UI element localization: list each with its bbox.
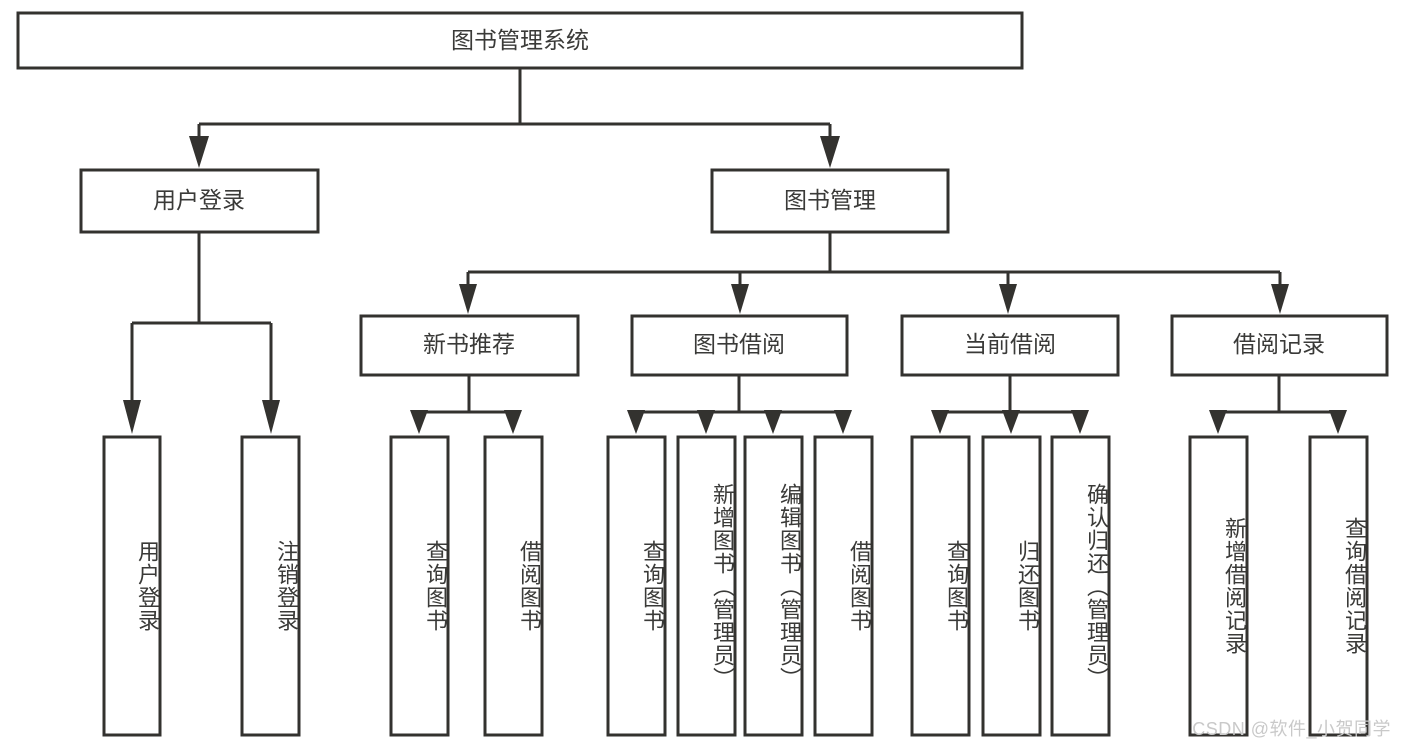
node-borrow-record-rect[interactable] <box>1170 314 1389 377</box>
arrowhead-leaf-edit-book <box>764 410 782 434</box>
node-leaf-return-book-rect[interactable] <box>981 435 1042 737</box>
arrowhead-leaf-confirm-return <box>1071 410 1089 434</box>
node-leaf-borrow-book-2-rect[interactable] <box>813 435 874 737</box>
arrowhead-leaf-borrow-book-1 <box>504 410 522 434</box>
node-leaf-query-book-1-rect[interactable] <box>389 435 450 737</box>
node-book-borrow-rect[interactable] <box>630 314 849 377</box>
arrowhead-leaf-user-login <box>123 400 141 434</box>
arrowhead-leaf-borrow-book-2 <box>834 410 852 434</box>
node-current-borrow-label: 当前借阅 <box>964 331 1056 357</box>
node-book-manage-rect[interactable] <box>710 168 950 234</box>
node-borrow-record[interactable]: 借阅记录 <box>1170 314 1389 377</box>
node-current-borrow-rect[interactable] <box>900 314 1120 377</box>
node-leaf-query-book-3-rect[interactable] <box>910 435 971 737</box>
node-book-borrow[interactable]: 图书借阅 <box>630 314 849 377</box>
arrowhead-leaf-query-book-1 <box>410 410 428 434</box>
arrowhead-leaf-add-book <box>697 410 715 434</box>
connector-group-current-borrow <box>931 375 1089 434</box>
node-user-login-label: 用户登录 <box>153 187 245 213</box>
arrowhead-book-borrow <box>731 284 749 314</box>
node-leaf-edit-book-rect[interactable] <box>743 435 804 737</box>
node-leaf-query-record-rect[interactable] <box>1308 435 1369 737</box>
arrowhead-leaf-user-logout <box>262 400 280 434</box>
node-user-login-rect[interactable] <box>79 168 320 234</box>
arrowhead-borrow-record <box>1271 284 1289 314</box>
node-book-manage-label: 图书管理 <box>784 187 876 213</box>
arrowhead-leaf-query-record <box>1329 410 1347 434</box>
node-new-book-recommend[interactable]: 新书推荐 <box>359 314 580 377</box>
node-root-label: 图书管理系统 <box>451 27 589 53</box>
arrowhead-book-manage <box>820 136 840 168</box>
node-new-book-recommend-rect[interactable] <box>359 314 580 377</box>
node-leaf-borrow-book-1-rect[interactable] <box>483 435 544 737</box>
node-leaf-confirm-return-rect[interactable] <box>1050 435 1111 737</box>
arrowhead-leaf-return-book <box>1002 410 1020 434</box>
arrowhead-leaf-query-book-3 <box>931 410 949 434</box>
csdn-watermark: CSDN @软件_小贺同学 <box>1192 719 1391 739</box>
connector-group-borrow-record <box>1209 375 1347 434</box>
node-book-manage[interactable]: 图书管理 <box>710 168 950 234</box>
node-leaf-add-book-rect[interactable] <box>676 435 737 737</box>
node-root-rect[interactable] <box>16 11 1024 70</box>
arrowhead-new-book-recommend <box>459 284 477 314</box>
node-leaf-user-login-rect[interactable] <box>102 435 162 737</box>
node-borrow-record-label: 借阅记录 <box>1233 331 1325 357</box>
connector-group-new-book-recommend <box>410 375 522 434</box>
node-user-login[interactable]: 用户登录 <box>79 168 320 234</box>
connector-group-user-login <box>123 232 280 434</box>
node-new-book-recommend-label: 新书推荐 <box>423 331 515 357</box>
arrowhead-leaf-add-record <box>1209 410 1227 434</box>
node-root[interactable]: 图书管理系统 <box>16 11 1024 70</box>
connector-group-book-manage <box>459 232 1289 314</box>
node-leaf-add-record-rect[interactable] <box>1188 435 1249 737</box>
node-current-borrow[interactable]: 当前借阅 <box>900 314 1120 377</box>
arrowhead-current-borrow <box>999 284 1017 314</box>
arrowhead-user-login <box>189 136 209 168</box>
node-leaf-query-book-2-rect[interactable] <box>606 435 667 737</box>
arrowhead-leaf-query-book-2 <box>627 410 645 434</box>
node-book-borrow-label: 图书借阅 <box>693 331 785 357</box>
node-leaf-user-logout-rect[interactable] <box>240 435 301 737</box>
connector-group-root <box>189 68 840 168</box>
connector-group-book-borrow <box>627 375 852 434</box>
